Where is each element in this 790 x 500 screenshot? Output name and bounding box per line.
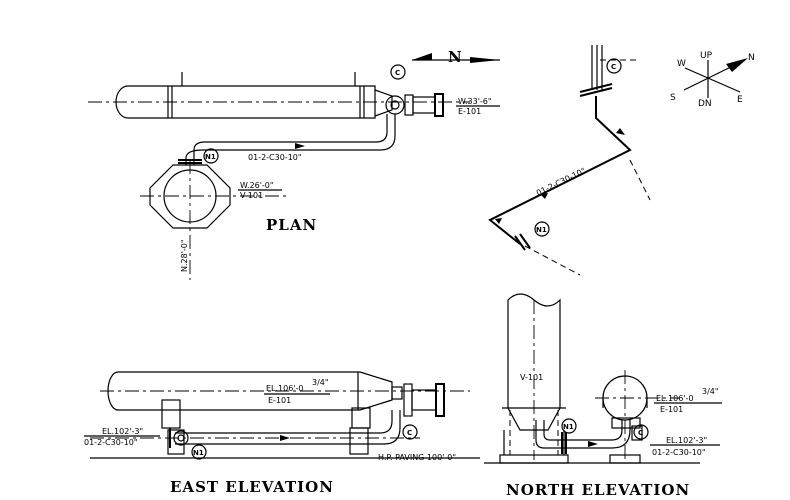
exchanger-el-east: EL.106'-0: [266, 384, 304, 393]
exchanger-coord-plan: W.33'-6": [458, 97, 492, 106]
svg-text:C: C: [395, 69, 400, 77]
isometric-view: C N1 01-2-C30-10" UP DN N S E W: [488, 45, 755, 276]
vessel-coord-plan: W.26'-0": [240, 181, 274, 190]
north-coord-plan: N.28'-0": [180, 239, 189, 272]
plan-north-arrow: N: [412, 48, 500, 66]
exchanger-tag-north: E-101: [660, 405, 683, 414]
north-elevation-title: NORTH ELEVATION: [506, 481, 690, 499]
line-number-iso: 01-2-C30-10": [535, 166, 587, 198]
nozzle-n1-iso: N1: [536, 226, 547, 234]
vessel-v101-plan: [140, 160, 290, 280]
compass-w: W: [677, 59, 686, 69]
compass-e: E: [737, 95, 743, 105]
line-number-north: 01-2-C30-10": [652, 448, 706, 457]
exchanger-el-frac-east: 3/4": [312, 378, 329, 387]
vessel-tag-north: V-101: [520, 373, 543, 382]
compass-s: S: [670, 93, 676, 103]
east-elevation-view: C N1 EL.106'-0 3/4" E-101 EL.102'-3" 01-…: [84, 371, 480, 496]
exchanger-e101-plan: [88, 72, 470, 119]
exchanger-tag-plan: E-101: [458, 107, 481, 116]
north-arrow-label: N: [448, 48, 463, 66]
east-elevation-title: EAST ELEVATION: [170, 478, 334, 496]
exchanger-el-frac-north: 3/4": [702, 387, 719, 396]
compass-up: UP: [700, 51, 713, 61]
nozzle-n1-plan: N1: [205, 153, 216, 161]
exchanger-el-north: EL.106'-0: [656, 394, 694, 403]
compass-rose: UP DN N S E W: [670, 51, 755, 109]
plan-view: N C W.33'-6" E-101: [88, 48, 500, 280]
line-number-plan: 01-2-C30-10": [248, 153, 302, 162]
compass-dn: DN: [698, 99, 712, 109]
nozzle-n1-north: N1: [563, 423, 574, 431]
nozzle-c-north: C: [638, 429, 643, 437]
paving-east: H.P. PAVING 100'-0": [378, 453, 456, 462]
compass-n: N: [748, 53, 755, 63]
exchanger-tag-east: E-101: [268, 396, 291, 405]
pipe-el-east: EL.102'-3": [102, 427, 143, 436]
line-number-east: 01-2-C30-10": [84, 438, 138, 447]
pipe-el-north: EL.102'-3": [666, 436, 707, 445]
plan-title: PLAN: [266, 216, 317, 234]
vessel-tag-plan: V-101: [240, 191, 263, 200]
nozzle-c-east: C: [407, 429, 412, 437]
nozzle-c-iso: C: [611, 63, 616, 71]
nozzle-n1-east: N1: [193, 449, 204, 457]
north-elevation-view: V-101 C N1 EL.106'-0 3/4" E-101 EL.102'-…: [484, 293, 722, 499]
nozzle-c-plan: C: [385, 64, 406, 115]
